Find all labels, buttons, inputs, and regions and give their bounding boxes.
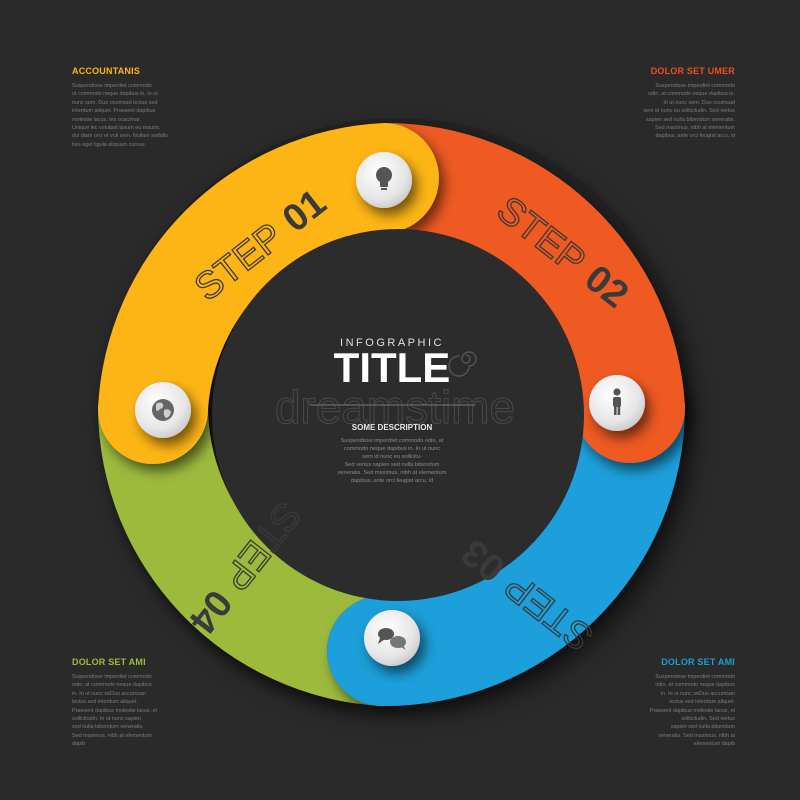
svg-text:Sed vertus sapien sed nulla bi: Sed vertus sapien sed nulla bibendum (345, 462, 440, 468)
corner-title: DOLOR SET AMI (661, 657, 735, 667)
svg-text:Suspendisse imperdiet commodo: Suspendisse imperdiet commodo odio, at (341, 438, 444, 444)
center-description: Suspendisse imperdiet commodo odio, at c… (338, 438, 447, 484)
step-04-icon-button (135, 382, 191, 438)
corner-title: DOLOR SET AMI (72, 657, 146, 667)
svg-text:dapibus, ante orci feugiat arc: dapibus, ante orci feugiat arcu, id (351, 478, 433, 484)
step-01-icon-button (356, 152, 412, 208)
svg-text:commodo neque dapibus in. In u: commodo neque dapibus in. In ut nunc (344, 446, 441, 452)
center-subtitle: SOME DESCRIPTION (352, 423, 433, 432)
lightbulb-icon (376, 167, 392, 190)
swirl-icon (448, 351, 477, 377)
corner-title: ACCOUNTANIS (72, 66, 141, 76)
corner-block-bottom-left: DOLOR SET AMI Suspendisse imperdiet comm… (72, 657, 212, 749)
globe-icon (152, 399, 174, 421)
corner-block-top-left: ACCOUNTANIS Suspendisse imperdiet commod… (72, 66, 212, 149)
center-title: TITLE (334, 344, 451, 391)
corner-block-bottom-right: DOLOR SET AMI Suspendisse imperdiet comm… (595, 657, 735, 749)
step-01-segment (98, 123, 439, 464)
step-02-icon-button (589, 375, 645, 431)
step-03-icon-button (364, 610, 420, 666)
corner-title: DOLOR SET UMER (650, 66, 735, 76)
person-icon (613, 388, 621, 415)
svg-text:sem id nunc eu sollicitu-: sem id nunc eu sollicitu- (362, 454, 422, 460)
corner-block-top-right: DOLOR SET UMER Suspendisse imperdiet com… (595, 66, 735, 141)
watermark: dreamstime (275, 381, 515, 433)
center-kicker: INFOGRAPHIC (340, 337, 444, 349)
chat-bubbles-icon (378, 628, 406, 650)
svg-text:veneratis. Sed maximus, nibh a: veneratis. Sed maximus, nibh at elementu… (338, 470, 447, 476)
